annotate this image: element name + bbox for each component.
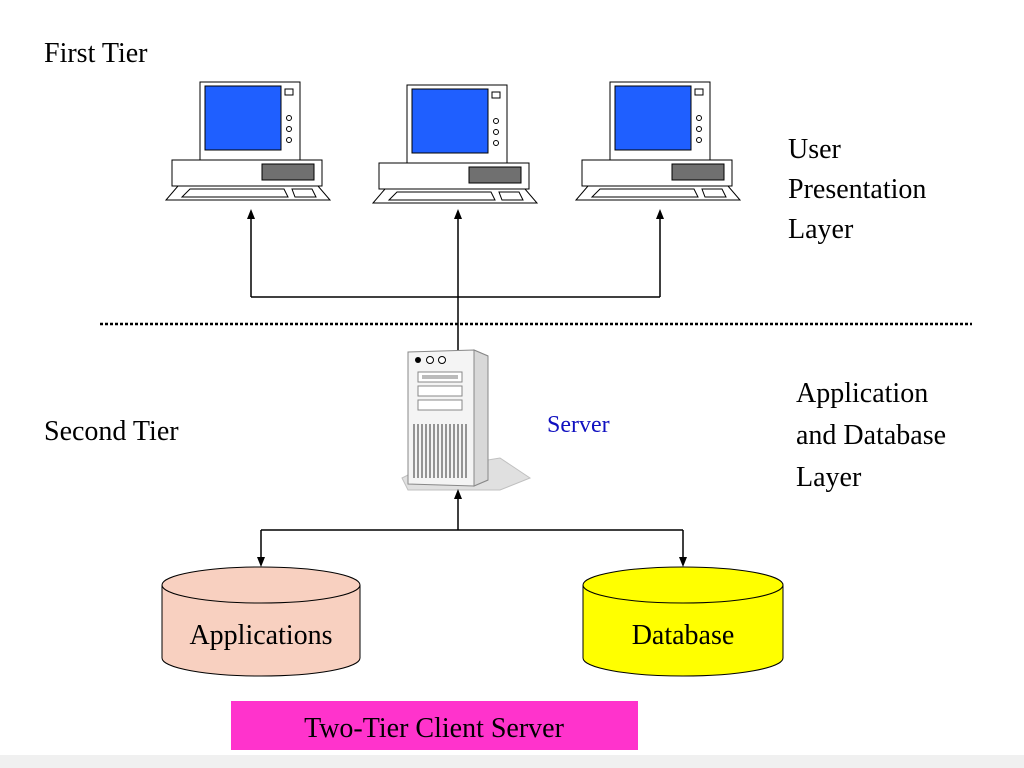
client-computer-icon-1 <box>165 81 331 201</box>
presentation-layer-line-2: Presentation <box>788 174 926 205</box>
storage-connector-lines <box>257 489 687 567</box>
bottom-strip <box>0 755 1024 768</box>
caption-box <box>231 701 638 750</box>
application-layer-line-3: Layer <box>796 462 862 493</box>
application-layer-line-1: Application <box>796 378 928 409</box>
caption-text: Two-Tier Client Server <box>304 713 565 744</box>
applications-cylinder <box>161 566 361 677</box>
server-label: Server <box>547 412 610 438</box>
applications-label: Applications <box>189 620 332 651</box>
database-cylinder <box>582 566 784 677</box>
database-label: Database <box>632 620 735 651</box>
server-icon <box>401 349 532 491</box>
client-connector-lines <box>247 209 664 352</box>
first-tier-label: First Tier <box>44 38 148 69</box>
client-computer-icon-3 <box>575 81 741 201</box>
presentation-layer-line-1: User <box>788 134 842 165</box>
application-layer-line-2: and Database <box>796 420 946 451</box>
presentation-layer-line-3: Layer <box>788 214 854 245</box>
client-computer-icon-2 <box>372 84 538 204</box>
second-tier-label: Second Tier <box>44 416 179 447</box>
